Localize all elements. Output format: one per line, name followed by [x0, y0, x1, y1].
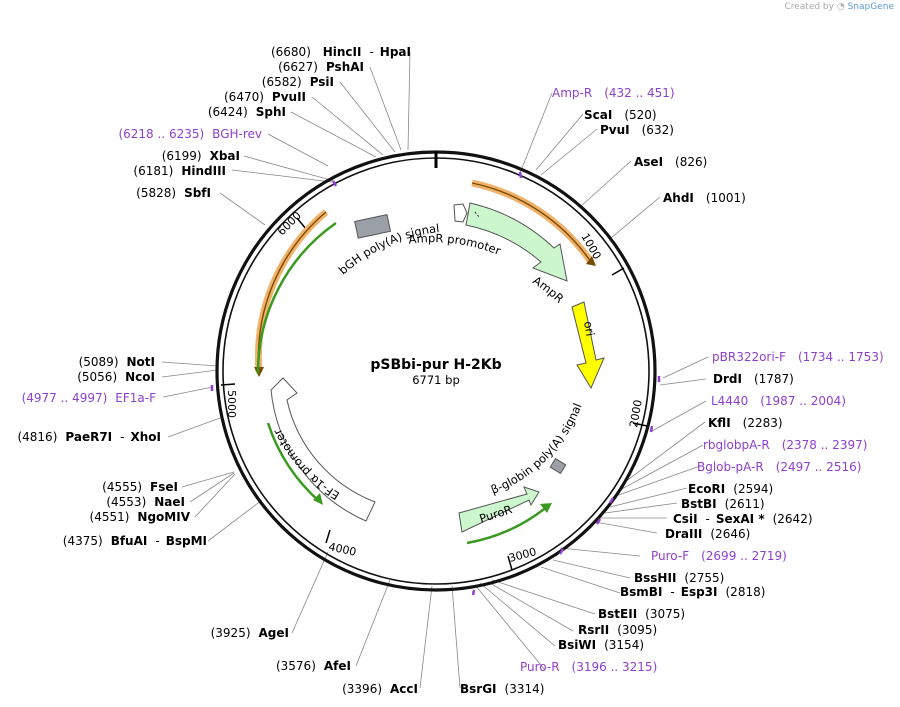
site-label-csii-sexai[interactable]: CsiI-SexAI *(2642) — [673, 512, 813, 526]
tick-label-5000: 5000 — [225, 390, 238, 418]
site-label-ecori[interactable]: EcoRI(2594) — [688, 482, 773, 496]
tick-label-4000: 4000 — [327, 540, 357, 559]
site-label-hincii-hpai[interactable]: (6680) HincII-HpaI — [271, 45, 411, 59]
site-label-pvui[interactable]: PvuI(632) — [600, 123, 674, 137]
ampr-feature[interactable] — [465, 202, 568, 282]
site-label-asei[interactable]: AseI(826) — [634, 155, 707, 169]
site-label-scai[interactable]: ScaI(520) — [584, 108, 657, 122]
site-label-pvuii[interactable]: (6470)PvuII — [224, 90, 306, 104]
primer-label-puro-r[interactable]: Puro-R(3196 .. 3215) — [520, 660, 657, 674]
tick-label-2000: 2000 — [627, 399, 645, 429]
ampr-orf-arrowhead — [586, 256, 596, 266]
primer-label-l4440[interactable]: L4440(1987 .. 2004) — [711, 394, 846, 408]
site-label-fsei[interactable]: (4555)FseI — [102, 480, 178, 494]
green-orf-lower-arrowhead — [313, 493, 323, 505]
puro-orf-arc — [254, 209, 329, 373]
site-label-sphi[interactable]: (6424)SphI — [208, 105, 286, 119]
puror-feature[interactable] — [458, 486, 540, 533]
site-label-bsiwi[interactable]: BsiWI(3154) — [558, 638, 644, 652]
plasmid-name: pSBbi-pur H-2Kb — [370, 357, 501, 373]
site-label-bsteii[interactable]: BstEII(3075) — [598, 607, 685, 621]
site-label-bsmbi-esp3i[interactable]: BsmBI-Esp3I(2818) — [620, 585, 765, 599]
site-label-bsshii[interactable]: BssHII(2755) — [634, 571, 724, 585]
site-label-bfuai-bspmi[interactable]: (4375)BfuAI-BspMI — [63, 534, 207, 548]
snapgene-credit: Created by ◔ SnapGene — [784, 2, 894, 12]
primer-label-rbglobpa-r[interactable]: rbglobpA-R(2378 .. 2397) — [703, 438, 867, 452]
primer-label-ef1a-f[interactable]: (4977 .. 4997)EF1a-F — [22, 391, 157, 405]
site-label-kfli[interactable]: KflI(2283) — [708, 416, 783, 430]
credit-prefix: Created by — [784, 2, 834, 12]
tick-label-3000: 3000 — [507, 545, 537, 565]
site-label-ncoi[interactable]: (5056)NcoI — [77, 370, 155, 384]
puror-label: PuroR — [478, 502, 514, 526]
site-label-xbai[interactable]: (6199)XbaI — [162, 149, 240, 163]
site-label-rsrii[interactable]: RsrII(3095) — [578, 623, 657, 637]
site-label-acci[interactable]: (3396)AccI — [342, 682, 418, 696]
green-orf-upper — [256, 221, 337, 375]
scale-ticks — [220, 217, 648, 571]
site-label-afei[interactable]: (3576)AfeI — [276, 659, 351, 673]
site-label-ahdi[interactable]: AhdI(1001) — [663, 191, 746, 205]
bglobin-polyA-box[interactable] — [549, 457, 567, 475]
site-label-hindiii[interactable]: (6181)HindIII — [133, 164, 226, 178]
site-label-psii[interactable]: (6582)PsiI — [262, 75, 334, 89]
primer-label-pbr322ori-f[interactable]: pBR322ori-F(1734 .. 1753) — [712, 350, 884, 364]
ef1a-promoter-feature[interactable] — [270, 377, 376, 522]
ampr-promoter-arrow[interactable] — [453, 203, 468, 223]
ori-feature[interactable] — [571, 301, 605, 390]
snapgene-logo-icon: ◔ — [836, 2, 845, 12]
primer-label-bgh-rev[interactable]: (6218 .. 6235)BGH-rev — [118, 127, 262, 141]
site-label-agei[interactable]: (3925)AgeI — [211, 626, 289, 640]
leader-lines — [161, 51, 709, 689]
primer-label-amp-r[interactable]: Amp-R(432 .. 451) — [552, 86, 675, 100]
site-label-noti[interactable]: (5089)NotI — [79, 355, 155, 369]
primer-label-puro-f[interactable]: Puro-F(2699 .. 2719) — [651, 549, 787, 563]
site-label-paer7i-xhoi[interactable]: (4816)PaeR7I-XhoI — [17, 430, 161, 444]
site-label-bsrgi[interactable]: BsrGI(3314) — [460, 682, 544, 696]
plasmid-length: 6771 bp — [412, 373, 460, 387]
ef1a-promoter-label: EF-1α promoter — [270, 427, 342, 503]
site-label-naei[interactable]: (4553)NaeI — [106, 495, 185, 509]
primer-marks — [210, 171, 661, 596]
bglobin-polyA-label: β-globin poly(A) signal — [489, 401, 585, 497]
ampr-dotted-tick — [474, 211, 481, 219]
site-label-draiii[interactable]: DraIII(2646) — [665, 527, 750, 541]
credit-brand: SnapGene — [847, 2, 894, 12]
ampr-orf-line — [471, 182, 592, 263]
site-label-sbfi[interactable]: (5828)SbfI — [136, 186, 211, 200]
primer-label-bglob-pa-r[interactable]: Bglob-pA-R(2497 .. 2516) — [697, 460, 861, 474]
site-label-drdi[interactable]: DrdI(1787) — [713, 372, 794, 386]
green-orf-lower — [266, 422, 321, 503]
site-label-ngomiv[interactable]: (4551)NgoMIV — [90, 510, 191, 524]
green-orf-puro-arrowhead — [540, 503, 552, 513]
site-label-pshai[interactable]: (6627)PshAI — [278, 60, 364, 74]
bgh-polyA-box[interactable] — [354, 214, 392, 239]
site-label-bstbi[interactable]: BstBI(2611) — [681, 497, 765, 511]
ori-label: ori — [581, 320, 597, 337]
green-orf-puro — [466, 505, 549, 545]
